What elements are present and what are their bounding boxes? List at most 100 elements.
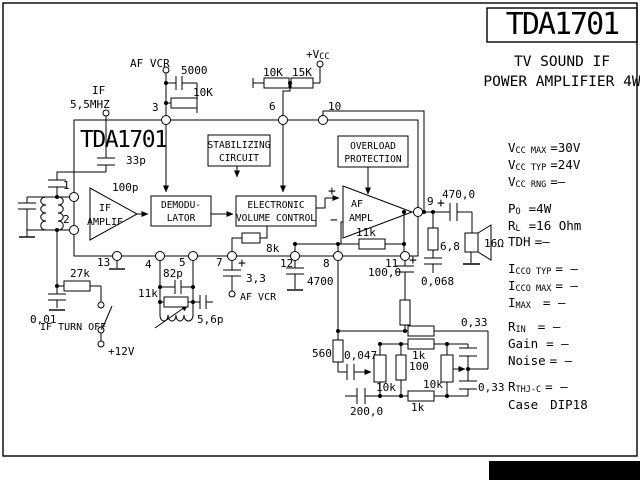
ic-outline: TDA1701 xyxy=(73,119,419,257)
label-27k: 27k xyxy=(70,267,90,280)
spec-rin: RIN= – xyxy=(508,319,561,335)
spec-rthj-c: RTHJ-C= – xyxy=(508,379,568,395)
output-network: 470,0 + 6,8 0,068 16Ω xyxy=(421,188,504,288)
label-100-0: 100,0 xyxy=(368,266,401,279)
pin-4 xyxy=(155,251,165,261)
label-5000: 5000 xyxy=(181,64,208,77)
label-0-047: 0,047 xyxy=(344,349,377,362)
ic-pins: 1 2 3 6 10 9 13 4 5 7 12 8 11 xyxy=(63,100,434,271)
pin-1 xyxy=(69,192,79,202)
label-11k-feedback: 11k xyxy=(356,226,376,239)
resistor-rail xyxy=(407,325,435,337)
resistor-11k-feedback xyxy=(358,238,386,250)
pin-2 xyxy=(69,225,79,235)
label-470-0: 470,0 xyxy=(442,188,475,201)
pin-13-number: 13 xyxy=(97,256,110,269)
resistor-27k xyxy=(63,280,91,292)
label-0-01: 0,01 xyxy=(30,313,57,326)
spec-po: PO=4W xyxy=(508,201,552,217)
vcc-terminal xyxy=(316,60,324,68)
speaker-cone xyxy=(477,224,492,261)
electronic-volume-control-block: ELECTRONIC VOLUME CONTROL xyxy=(235,195,317,227)
label-10k-right: 10k xyxy=(423,378,443,391)
title-block: TDA1701 TV SOUND IF POWER AMPLIFIER 4W xyxy=(483,7,640,90)
if-input-terminal xyxy=(102,109,110,117)
pin-7 xyxy=(227,251,237,261)
spec-icco-typ: ICCO TYP= – xyxy=(508,261,578,277)
title-subtitle-1: TV SOUND IF xyxy=(514,54,610,70)
spec-rl: RL=16 Ohm xyxy=(508,218,581,234)
junction-dots xyxy=(55,81,470,398)
label-10k-rail: 10K xyxy=(263,66,283,79)
spec-vcc-rng: VCC RNG=– xyxy=(508,174,566,190)
title-subtitle-2: POWER AMPLIFIER 4W xyxy=(483,74,640,90)
switch-contact-top xyxy=(97,301,105,309)
demodulator-label-2: LATOR xyxy=(167,213,196,224)
evc-label-2: VOLUME CONTROL xyxy=(236,213,316,224)
pin-6 xyxy=(278,115,288,125)
pin-8 xyxy=(333,251,343,261)
overload-protection-block: OVERLOAD PROTECTION xyxy=(337,135,409,195)
pin-1-number: 1 xyxy=(63,179,70,192)
pin-2-number: 2 xyxy=(63,213,70,226)
label-6-8: 6,8 xyxy=(440,240,460,253)
pin7-network: + 3,3 AF VCR xyxy=(223,256,277,303)
resistor-100 xyxy=(395,354,407,381)
label-11k-tank: 11k xyxy=(138,287,158,300)
pin13-ground xyxy=(109,260,125,270)
spec-icco-max: ICCO MAX= – xyxy=(508,278,578,294)
plus12v-terminal xyxy=(97,340,105,348)
if-turn-off-network: 27k 0,01 IF TURN OFF +12V xyxy=(30,230,135,358)
potentiometer-10k-left xyxy=(373,354,387,383)
spec-vcc-typ: VCC TYP=24V xyxy=(508,157,581,173)
resistor-10k-rail xyxy=(263,77,290,89)
label-100: 100 xyxy=(409,360,429,373)
spec-panel: VCC MAX=30V VCC TYP=24V VCC RNG=– PO=4W … xyxy=(508,140,588,412)
evc-label-1: ELECTRONIC xyxy=(247,200,304,211)
label-4700: 4700 xyxy=(307,275,334,288)
label-1k-bottom: 1k xyxy=(411,401,425,414)
label-0-33-bottom: 0,33 xyxy=(478,381,505,394)
spec-noise: Noise= – xyxy=(508,353,573,368)
label-af-vcr-top: AF VCR xyxy=(130,57,170,70)
pin-3-number: 3 xyxy=(152,101,159,114)
pin-10-number: 10 xyxy=(328,100,341,113)
resistor-560 xyxy=(332,339,344,363)
af-minus-input-label: − xyxy=(330,213,338,228)
af-amplifier-block: AF AMPL + − xyxy=(328,184,414,239)
vcc-rail-network: +VCC 10K 15K xyxy=(252,48,425,212)
pin-9 xyxy=(413,207,423,217)
pin-11 xyxy=(400,251,410,261)
pin-12-number: 12 xyxy=(280,257,293,270)
resistor-pin11 xyxy=(399,299,411,326)
label-8k: 8k xyxy=(266,242,280,255)
label-if-turn-off: IF TURN OFF xyxy=(40,322,106,333)
if-amp-label-1: IF xyxy=(99,203,111,214)
label-560: 560 xyxy=(312,347,332,360)
label-10k-top: 10K xyxy=(193,86,213,99)
label-10k-left: 10k xyxy=(376,381,396,394)
label-plus12v: +12V xyxy=(108,345,135,358)
pin-10 xyxy=(318,115,328,125)
label-if-frequency: 5,5MHZ xyxy=(70,98,110,111)
stabilizing-label-2: CIRCUIT xyxy=(219,153,259,164)
pin-5 xyxy=(188,251,198,261)
pin-3 xyxy=(161,115,171,125)
label-vcc: +VCC xyxy=(306,48,330,62)
stabilizing-label-1: STABILIZING xyxy=(208,140,271,151)
demodulator-label-1: DEMODU- xyxy=(161,200,201,211)
switch-contact-bottom xyxy=(97,326,105,334)
pin-12 xyxy=(290,251,300,261)
spec-gain: Gain= – xyxy=(508,336,569,351)
label-1k-mid: 1k xyxy=(412,349,426,362)
feedback-network: 560 0,047 10k 100 10k 1k 1k 200,0 0,33 0… xyxy=(312,260,505,418)
label-0-068: 0,068 xyxy=(421,275,454,288)
ic-name-label: TDA1701 xyxy=(80,127,167,153)
label-33p: 33p xyxy=(126,154,146,167)
af-vcr-terminal xyxy=(162,66,170,74)
if-amp-label-2: AMPLIF xyxy=(87,217,123,228)
label-if-input: IF xyxy=(92,84,105,97)
label-af-vcr-bottom: AF VCR xyxy=(240,292,277,303)
af-amp-label-2: AMPL xyxy=(349,213,373,224)
